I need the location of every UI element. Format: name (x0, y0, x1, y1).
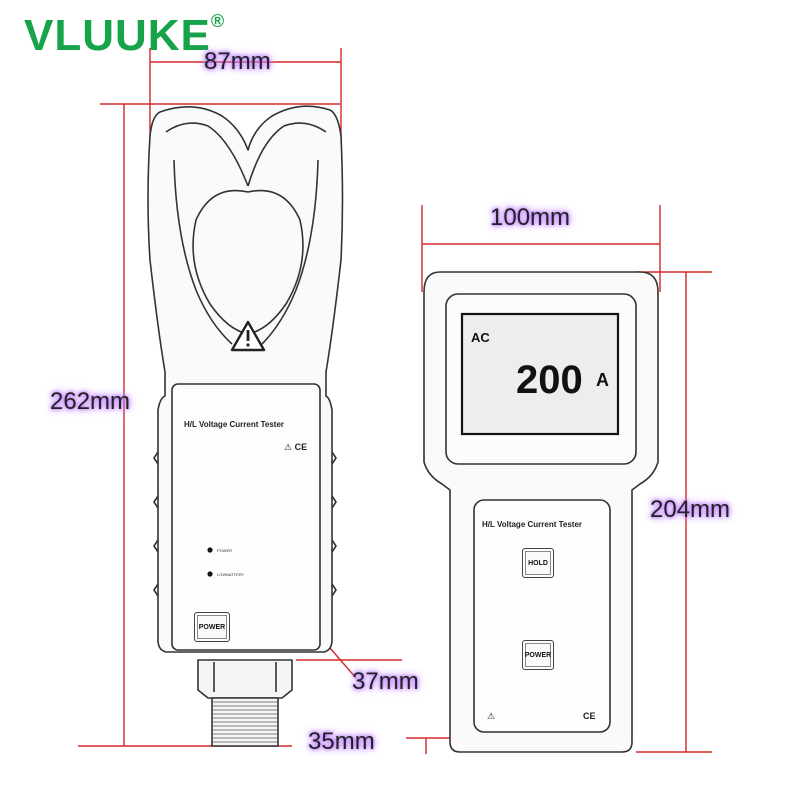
power-indicator-label: POWER (217, 548, 233, 553)
warning-triangle-icon (230, 320, 266, 352)
hold-button[interactable]: HOLD (522, 548, 554, 578)
dimension-lines (78, 48, 712, 754)
clamp-certification-marks: ⚠ CE (284, 442, 308, 452)
connector-threads (212, 701, 278, 743)
handheld-warning-mark: ⚠ (487, 711, 496, 721)
clamp-width-label: 87mm (204, 48, 271, 75)
lcd-reading-value: 200 (516, 358, 583, 402)
power-indicator-led (207, 547, 213, 553)
neck-width-label: 37mm (352, 668, 419, 695)
handheld-power-button[interactable]: POWER (522, 640, 554, 670)
lcd-mode-label: AC (471, 330, 490, 345)
handheld-ce-mark: CE (583, 711, 596, 721)
connector-length-label: 35mm (308, 728, 375, 755)
brand-logo: VLUUKE® (24, 11, 226, 60)
lcd-screen (460, 312, 620, 436)
low-battery-indicator-label: LOWBATTERY (217, 572, 245, 577)
clamp-model-label: H/L Voltage Current Tester (184, 420, 285, 429)
lcd-reading-unit: A (596, 370, 609, 390)
clamp-height-label: 262mm (50, 388, 131, 415)
low-battery-indicator-led (207, 571, 213, 577)
handheld-width-label: 100mm (490, 204, 571, 231)
handheld-height-label: 204mm (650, 496, 731, 523)
clamp-power-button[interactable]: POWER (194, 612, 230, 642)
handheld-model-label: H/L Voltage Current Tester (482, 520, 583, 529)
